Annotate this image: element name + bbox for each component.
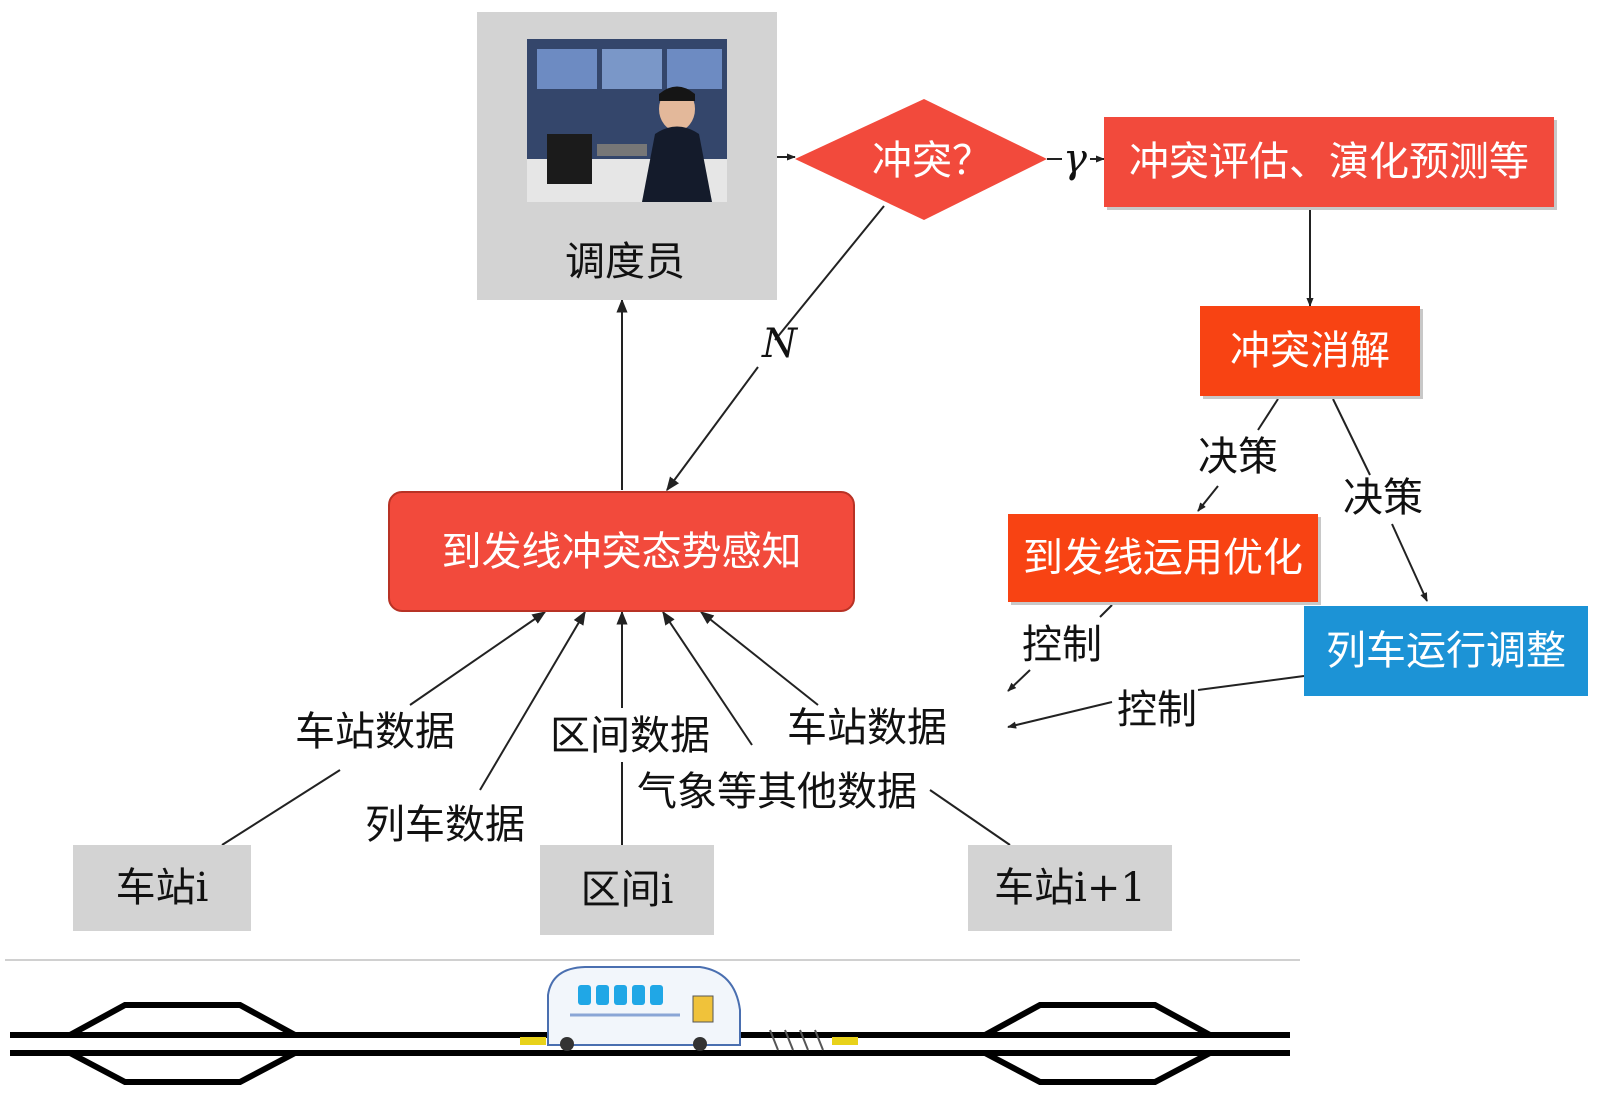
arrow-station-data-left — [409, 611, 547, 706]
arrow-train-data — [479, 610, 586, 791]
decision-label: 冲突？ — [872, 138, 992, 184]
train-adjustment-box: 列车运行调整 — [1304, 606, 1588, 696]
train-icon — [520, 966, 858, 1051]
resolution-box: 冲突消解 — [1200, 306, 1420, 396]
siding-right-upper — [983, 1002, 1212, 1038]
arrow-decision-left-a — [1257, 398, 1279, 431]
section-i-box: 区间i — [540, 845, 714, 935]
arrow-decision-n-b — [666, 366, 759, 492]
perception-box: 到发线冲突态势感知 — [388, 491, 855, 612]
perception-label: 到发线冲突态势感知 — [441, 528, 802, 575]
arrow-decision-right-a — [1332, 398, 1371, 476]
section-i-label: 区间i — [580, 867, 674, 913]
weather-data-label: 气象等其他数据 — [637, 769, 917, 815]
dispatcher-photo — [527, 39, 727, 202]
arrow-decision-left-b — [1197, 485, 1219, 512]
train-data-label: 列车数据 — [365, 802, 525, 848]
station-i-plus-1-label: 车站i+1 — [994, 865, 1146, 911]
section-data-label: 区间数据 — [550, 713, 710, 759]
siding-left-upper — [68, 1002, 297, 1038]
arrow-decision-right-b — [1391, 523, 1428, 602]
station-i-box: 车站i — [73, 845, 251, 931]
resolution-label: 冲突消解 — [1230, 328, 1390, 374]
station-i-label: 车站i — [115, 865, 209, 911]
station-i-plus-1-box: 车站i+1 — [968, 845, 1172, 931]
yes-branch-label: γ — [1063, 136, 1087, 182]
arrow-weather-data — [662, 610, 753, 746]
arrow-control-right-b — [1007, 701, 1113, 729]
track-illustration — [5, 959, 1300, 1085]
decision-label-left: 决策 — [1198, 434, 1278, 480]
arrow-decision-n-a — [774, 205, 885, 341]
no-branch-label: N — [762, 321, 797, 367]
decision-diamond — [795, 99, 1047, 220]
line-station-data-right-lower — [929, 789, 1011, 846]
dispatcher-box: 调度员 — [477, 12, 777, 300]
track-optimization-label: 到发线运用优化 — [1023, 535, 1303, 581]
train-adjustment-label: 列车运行调整 — [1326, 628, 1566, 674]
station-data-left-label: 车站数据 — [295, 709, 455, 755]
line-station-data-left-lower — [221, 769, 341, 846]
station-data-right-label: 车站数据 — [787, 705, 947, 751]
arrow-control-left-a — [1099, 604, 1113, 618]
siding-left-lower — [68, 1050, 297, 1085]
arrow-control-left-b — [1007, 669, 1031, 692]
track-optimization-box: 到发线运用优化 — [1008, 514, 1318, 602]
arrow-station-data-right — [699, 611, 819, 706]
dispatcher-label: 调度员 — [565, 239, 685, 285]
assessment-label: 冲突评估、演化预测等 — [1129, 139, 1529, 185]
control-label-left: 控制 — [1022, 622, 1102, 668]
arrow-control-right-a — [1197, 675, 1305, 691]
decision-label-right: 决策 — [1343, 475, 1423, 521]
assessment-box: 冲突评估、演化预测等 — [1104, 117, 1554, 207]
control-label-right: 控制 — [1117, 687, 1197, 733]
siding-right-lower — [983, 1050, 1212, 1085]
